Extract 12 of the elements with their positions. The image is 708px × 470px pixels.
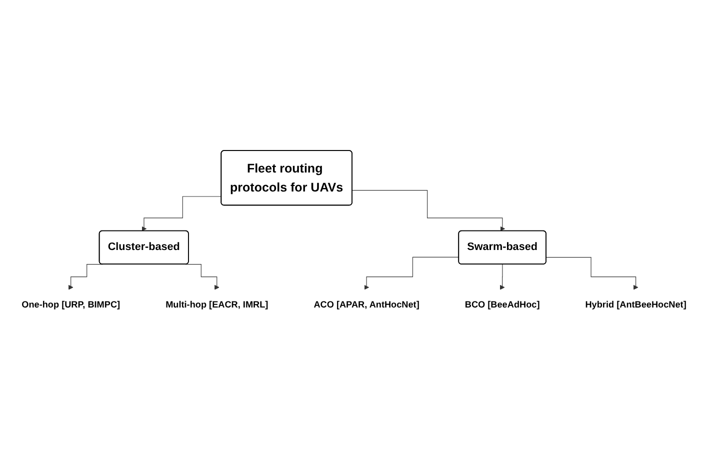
arrow xyxy=(500,264,505,290)
arrow xyxy=(68,264,104,290)
arrow xyxy=(352,190,506,231)
node-text: Multi-hop [EACR, IMRL] xyxy=(166,299,268,310)
node-text: BCO [BeeAdHoc] xyxy=(464,299,540,310)
arrow xyxy=(185,264,220,290)
arrow xyxy=(364,256,460,290)
arrow xyxy=(546,256,638,290)
node-text: ACO [APAR, AntHocNet] xyxy=(314,299,420,310)
arrow xyxy=(142,196,222,231)
node-text: Hybrid [AntBeeHocNet] xyxy=(585,299,686,310)
node-text: One-hop [URP, BIMPC] xyxy=(22,299,120,310)
